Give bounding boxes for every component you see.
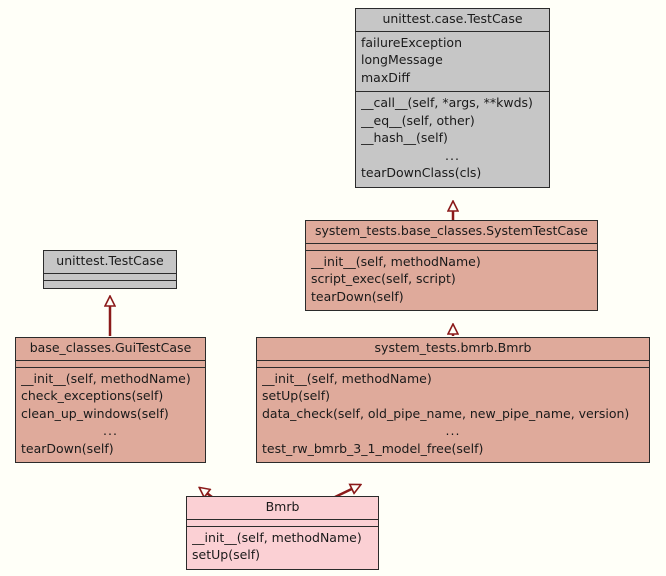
attributes-compartment-unittest-case-testcase: failureException longMessage maxDiff: [356, 32, 549, 92]
method-item: script_exec(self, script): [311, 271, 456, 286]
class-box-system-tests-bmrb-bmrb[interactable]: system_tests.bmrb.Bmrb __init__(self, me…: [256, 337, 650, 463]
attribute-item: failureException: [361, 34, 463, 50]
method-item: __init__(self, methodName): [311, 253, 481, 269]
method-item: __call__(self, *args, **kwds): [361, 95, 533, 110]
method-item: __hash__(self): [361, 130, 448, 145]
attribute-item: longMessage: [361, 52, 443, 67]
class-title-bmrb: Bmrb: [187, 497, 378, 520]
method-item: tearDownClass(cls): [361, 165, 482, 180]
method-item: data_check(self, old_pipe_name, new_pipe…: [262, 405, 630, 421]
class-title-system-tests-bmrb-bmrb: system_tests.bmrb.Bmrb: [257, 338, 649, 361]
methods-compartment-system-tests-bmrb-bmrb: __init__(self, methodName) setUp(self) d…: [257, 368, 649, 463]
method-item: setUp(self): [262, 388, 331, 403]
class-box-base-classes-guitestcase[interactable]: base_classes.GuiTestCase __init__(self, …: [15, 337, 206, 463]
attributes-compartment-unittest-testcase: [44, 274, 176, 281]
attributes-compartment-system-tests-base-classes-systemtestcase: [306, 244, 597, 251]
method-item-ellipsis: ...: [103, 423, 118, 438]
class-title-system-tests-base-classes-systemtestcase: system_tests.base_classes.SystemTestCase: [306, 221, 597, 244]
method-item: __init__(self, methodName): [21, 370, 191, 386]
method-item-ellipsis: ...: [445, 147, 460, 163]
method-item: tearDown(self): [311, 288, 404, 304]
class-title-unittest-testcase: unittest.TestCase: [44, 251, 176, 274]
method-item: __init__(self, methodName): [192, 529, 362, 545]
methods-compartment-bmrb: __init__(self, methodName) setUp(self): [187, 527, 378, 569]
method-item: tearDown(self): [21, 440, 114, 456]
methods-compartment-unittest-testcase: [44, 281, 176, 288]
attributes-compartment-bmrb: [187, 520, 378, 527]
class-title-unittest-case-testcase: unittest.case.TestCase: [356, 9, 549, 32]
class-title-base-classes-guitestcase: base_classes.GuiTestCase: [16, 338, 205, 361]
class-box-bmrb[interactable]: Bmrb __init__(self, methodName) setUp(se…: [186, 496, 379, 570]
method-item: check_exceptions(self): [21, 388, 164, 403]
methods-compartment-unittest-case-testcase: __call__(self, *args, **kwds) __eq__(sel…: [356, 92, 549, 187]
methods-compartment-system-tests-base-classes-systemtestcase: __init__(self, methodName) script_exec(s…: [306, 251, 597, 311]
attributes-compartment-base-classes-guitestcase: [16, 361, 205, 368]
attribute-item: maxDiff: [361, 69, 410, 85]
attributes-compartment-system-tests-bmrb-bmrb: [257, 361, 649, 368]
method-item: __init__(self, methodName): [262, 370, 432, 386]
class-box-unittest-testcase[interactable]: unittest.TestCase: [43, 250, 177, 289]
method-item: clean_up_windows(self): [21, 405, 169, 421]
method-item: setUp(self): [192, 547, 261, 562]
class-box-unittest-case-testcase[interactable]: unittest.case.TestCase failureException …: [355, 8, 550, 188]
method-item-ellipsis: ...: [445, 423, 461, 438]
method-item: __eq__(self, other): [361, 112, 475, 128]
methods-compartment-base-classes-guitestcase: __init__(self, methodName) check_excepti…: [16, 368, 205, 463]
method-item: test_rw_bmrb_3_1_model_free(self): [262, 440, 484, 456]
class-box-system-tests-base-classes-systemtestcase[interactable]: system_tests.base_classes.SystemTestCase…: [305, 220, 598, 311]
